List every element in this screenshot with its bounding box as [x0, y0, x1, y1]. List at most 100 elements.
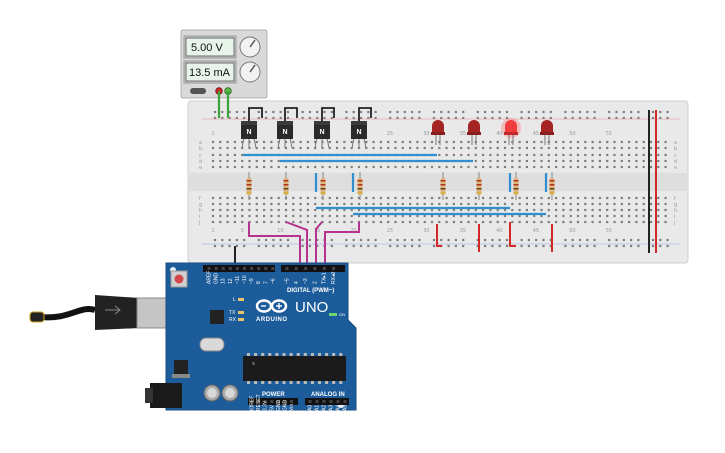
collector-wire-2[interactable] — [284, 107, 298, 121]
column-number-bottom: 30 — [423, 228, 429, 234]
row-letter: j — [198, 220, 200, 226]
row-letter: f — [674, 196, 676, 202]
led-3-lit[interactable] — [501, 118, 521, 145]
resistor-3[interactable] — [320, 172, 326, 200]
header-top-left[interactable] — [203, 265, 275, 272]
collector-wire-1[interactable] — [248, 107, 263, 121]
resistor-7[interactable] — [513, 172, 519, 200]
power-switch[interactable] — [190, 88, 206, 94]
current-readout: 13.5 mA — [189, 67, 231, 79]
arduino-logo — [255, 299, 288, 313]
row-letter: h — [199, 208, 202, 214]
column-number-top: 25 — [387, 131, 393, 137]
usb-cable[interactable] — [29, 295, 168, 330]
column-number-top: 55 — [606, 131, 612, 137]
pin-label: ~6 — [270, 278, 276, 284]
signal-wire-3[interactable] — [315, 221, 323, 271]
current-display — [185, 62, 235, 82]
power-supply[interactable]: 5.00 V 13.5 mA — [180, 29, 268, 99]
voltage-regulator — [174, 360, 188, 374]
resistor-6[interactable] — [476, 172, 482, 200]
column-number-top: 30 — [423, 131, 429, 137]
resistor-5[interactable] — [440, 172, 446, 200]
breadboard-holes — [211, 110, 669, 248]
signal-wire-1[interactable] — [248, 222, 301, 271]
column-number-top: 45 — [533, 131, 539, 137]
pin-label: 2 — [312, 281, 318, 284]
collector-wire-3[interactable] — [321, 107, 335, 121]
arduino-brand: ARDUINO — [256, 317, 288, 323]
pin-label: 12 — [228, 278, 234, 284]
collector-wire-4[interactable] — [358, 107, 372, 121]
header-analog[interactable] — [305, 398, 349, 405]
column-number-top: 1 — [212, 131, 215, 137]
resistor-4[interactable] — [357, 172, 363, 200]
pin-label: 13 — [221, 278, 227, 284]
analog-pin-label: A3 — [329, 405, 335, 411]
led-tx-label: TX — [229, 310, 236, 316]
pin-label: TX▸1 — [322, 272, 328, 284]
column-number-bottom: 35 — [460, 228, 466, 234]
row-letter: c — [674, 153, 677, 159]
reset-button[interactable] — [170, 270, 188, 288]
dc-power-jack[interactable] — [150, 383, 182, 408]
led-tx-indicator — [238, 311, 244, 314]
pin-label: 7 — [263, 281, 269, 284]
digital-header-label: DIGITAL (PWM~) — [287, 288, 334, 294]
voltage-readout: 5.00 V — [191, 42, 223, 54]
signal-wire-4[interactable] — [324, 222, 360, 271]
column-number-top: 35 — [460, 131, 466, 137]
voltage-knob[interactable] — [239, 36, 261, 58]
row-letter: c — [199, 153, 202, 159]
npn-transistor-3[interactable]: N — [314, 121, 330, 149]
analog-pin-label: A1 — [315, 405, 321, 411]
pin-label: ~10 — [242, 275, 248, 284]
power-pin-label: 5V — [269, 404, 275, 411]
column-number-bottom: 1 — [212, 228, 215, 234]
row-letter: h — [674, 208, 677, 214]
column-number-bottom: 50 — [569, 228, 575, 234]
pin-label: ~5 — [285, 278, 291, 284]
pin-label: ~11 — [235, 276, 241, 284]
row-letter: i — [199, 214, 200, 220]
led-4[interactable] — [540, 120, 554, 145]
column-number-top: 50 — [569, 131, 575, 137]
column-number-bottom: 25 — [387, 228, 393, 234]
led-wire-red-3[interactable] — [509, 222, 516, 247]
resistors — [246, 172, 555, 200]
column-number-bottom: 45 — [533, 228, 539, 234]
led-rx-label: RX — [229, 317, 237, 323]
row-letter: i — [674, 214, 675, 220]
npn-transistor-2[interactable]: N — [277, 121, 293, 149]
analog-pin-label: A5 — [343, 405, 349, 411]
row-letter: g — [674, 202, 677, 208]
resistor-2[interactable] — [283, 172, 289, 200]
pin-label: ~3 — [303, 278, 309, 284]
resistor-1[interactable] — [246, 172, 252, 200]
pin-label: RX◂0 — [331, 272, 337, 284]
transistor-label: N — [320, 129, 325, 136]
transistor-label: N — [357, 129, 362, 136]
power-pin-label: GND — [283, 400, 289, 412]
pin-label: ~9 — [249, 278, 255, 284]
led-rx-indicator — [238, 318, 244, 321]
current-knob[interactable] — [239, 61, 261, 83]
resistor-8[interactable] — [549, 172, 555, 200]
signal-wire-2[interactable] — [285, 221, 308, 271]
crystal-oscillator — [199, 337, 225, 352]
row-letter: a — [199, 140, 202, 146]
power-pin-label: IOREF — [250, 396, 256, 411]
npn-transistor-4[interactable]: N — [351, 121, 367, 149]
capacitor-1 — [203, 384, 221, 402]
led-2[interactable] — [467, 120, 481, 145]
led-wire-red-1[interactable] — [436, 224, 442, 247]
npn-transistor-1[interactable]: N — [241, 121, 257, 149]
led-1[interactable] — [431, 120, 445, 145]
pin-label: 4 — [294, 281, 300, 284]
breadboard[interactable]: 1155101015152020252530303535404045455050… — [187, 100, 689, 264]
header-top-right[interactable] — [281, 265, 345, 272]
pin-label: AREF — [207, 271, 213, 284]
